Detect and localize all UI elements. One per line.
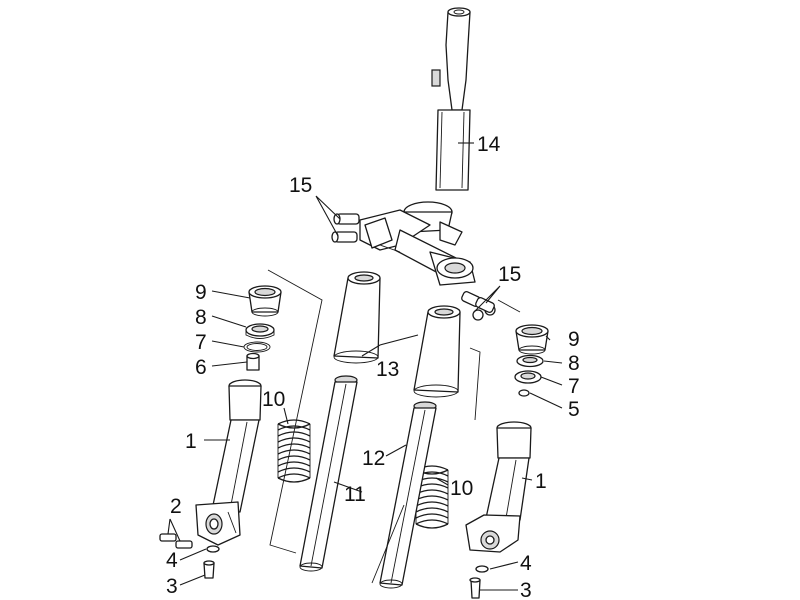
triple-clamp — [331, 201, 496, 321]
label-5: 5 — [568, 398, 580, 421]
leader-lines — [167, 142, 563, 591]
fork-tube-left — [333, 271, 381, 364]
label-4-right: 4 — [520, 552, 532, 575]
label-10-left: 10 — [262, 388, 285, 411]
label-12: 12 — [362, 447, 385, 470]
label-1-right: 1 — [535, 470, 547, 493]
damper-rod-right — [379, 401, 437, 589]
screws-right — [469, 565, 489, 599]
label-14: 14 — [477, 133, 501, 156]
label-1-left: 1 — [185, 430, 197, 453]
fork-tube-right — [413, 305, 461, 398]
circlip-left — [243, 341, 271, 353]
label-7-right: 7 — [568, 375, 580, 398]
bush-left — [246, 352, 260, 371]
label-3-right: 3 — [520, 579, 532, 600]
label-15-left: 15 — [289, 174, 312, 197]
label-4-left: 4 — [166, 549, 178, 572]
label-9-left: 9 — [195, 281, 207, 304]
screws-left — [159, 533, 220, 579]
label-3-left: 3 — [166, 575, 178, 598]
label-6: 6 — [195, 356, 207, 379]
assembly-lines — [267, 244, 521, 584]
label-8-left: 8 — [195, 306, 207, 329]
fork-leg-right — [465, 421, 532, 553]
dust-seal-right — [515, 324, 549, 355]
fork-leg-left — [195, 379, 262, 546]
circlip-right — [514, 370, 542, 384]
spring-left — [277, 419, 311, 483]
label-10-right: 10 — [450, 477, 473, 500]
oil-seal-left — [245, 323, 275, 339]
oil-seal-right — [516, 354, 544, 368]
label-9-right: 9 — [568, 328, 580, 351]
label-8-right: 8 — [568, 352, 580, 375]
label-7-left: 7 — [195, 331, 207, 354]
damper-rod-left — [299, 375, 358, 572]
steering-column — [431, 7, 471, 191]
washer-right — [518, 389, 530, 397]
label-13: 13 — [376, 358, 399, 381]
part-labels: 14 15 15 9 8 7 6 1 2 4 3 10 13 11 12 10 … — [166, 133, 580, 600]
label-15-right: 15 — [498, 263, 521, 286]
label-2: 2 — [170, 495, 182, 518]
label-11: 11 — [344, 483, 366, 506]
dust-seal-left — [248, 285, 282, 317]
